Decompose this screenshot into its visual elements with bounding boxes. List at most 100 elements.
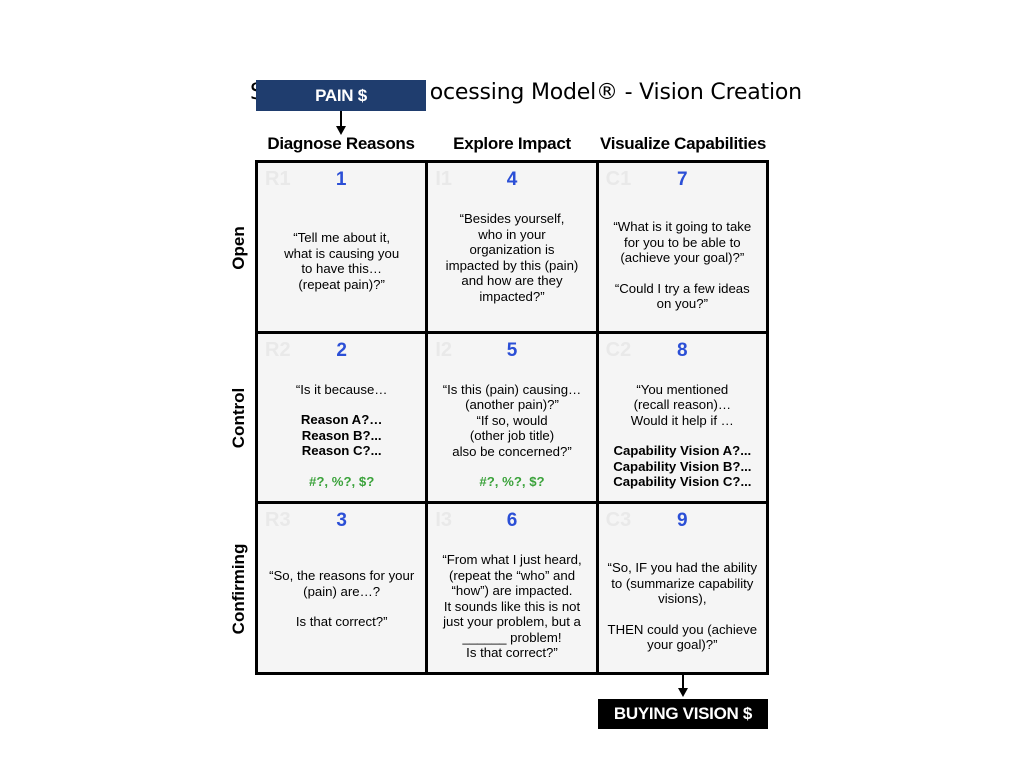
cell-line: to (summarize capability	[611, 575, 754, 591]
row-label-confirming: Confirming	[229, 543, 248, 635]
cell-line: “how”) are impacted.	[451, 583, 573, 599]
title-suffix: ocessing Model® - Vision Creation	[429, 80, 802, 105]
column-header-explore-impact: Explore Impact	[453, 134, 571, 153]
cell-line: (pain) are…?	[303, 583, 381, 599]
row-label-control: Control	[229, 387, 248, 449]
cell-number: 6	[506, 510, 518, 532]
cell-text: “So, the reasons for your(pain) are…? Is …	[262, 568, 421, 630]
cell-line: #?, %?, $?	[309, 473, 375, 489]
pain-box: PAIN $	[256, 80, 426, 111]
cell-line: also be concerned?”	[452, 443, 572, 459]
cell-line: on you?”	[656, 296, 708, 311]
cell-line: THEN could you (achieve	[607, 621, 758, 637]
cell-line: Reason B?...	[301, 427, 382, 443]
cell-text: “Is this (pain) causing…(another pain)?”…	[432, 382, 591, 490]
cell-spacer	[603, 428, 762, 443]
row-label-open: Open	[229, 226, 248, 270]
cell-line: Capability Vision C?...	[613, 474, 752, 490]
cell-r1: R1 1 “Tell me about it,what is causing y…	[258, 163, 426, 331]
cell-line: organization is	[469, 242, 555, 257]
cell-line: “What is it going to take	[613, 219, 752, 234]
cell-text: “Is it because… Reason A?…Reason B?...Rea…	[262, 382, 421, 490]
cell-line: visions),	[658, 591, 707, 607]
cell-code: R3	[265, 509, 291, 532]
cell-r3: R3 3 “So, the reasons for your(pain) are…	[258, 504, 426, 672]
cell-line: (other job title)	[469, 428, 555, 444]
cell-spacer	[603, 607, 762, 622]
cell-i2: I2 5 “Is this (pain) causing…(another pa…	[428, 333, 596, 502]
buying-vision-box: BUYING VISION $	[598, 699, 768, 729]
cell-code: I3	[435, 509, 453, 532]
cell-line: who in your	[478, 226, 546, 242]
cell-line: (another pain)?”	[465, 397, 559, 413]
cell-number: 3	[336, 510, 347, 532]
buying-arrow-head	[678, 688, 688, 697]
cell-line: “Tell me about it,	[293, 230, 391, 245]
cell-spacer	[432, 459, 591, 474]
cell-line: “Is it because…	[295, 381, 388, 397]
cell-number: 4	[506, 169, 518, 190]
cell-line: “If so, would	[476, 412, 548, 428]
cell-line: “So, the reasons for your	[269, 568, 415, 584]
cell-code: C3	[605, 509, 632, 532]
cell-code: I1	[435, 168, 453, 190]
cell-line: #?, %?, $?	[479, 474, 545, 490]
cell-line: “So, IF you had the ability	[607, 560, 758, 576]
cell-line: “Is this (pain) causing…	[442, 381, 582, 397]
cell-line: Capability Vision A?...	[613, 443, 752, 459]
cell-number: 9	[677, 510, 688, 532]
cell-number: 2	[336, 339, 347, 361]
cell-code: R1	[265, 168, 291, 190]
cell-c2: C2 8 “You mentioned(recall reason)…Would…	[598, 333, 766, 502]
cell-number: 7	[677, 169, 688, 190]
cell-code: I2	[435, 338, 453, 361]
cell-line: and how are they	[461, 273, 563, 288]
cell-line: Reason A?…	[300, 412, 383, 428]
cell-i3: I3 6 “From what I just heard,(repeat the…	[428, 504, 596, 672]
cell-line: “Besides yourself,	[459, 211, 565, 226]
cell-line: Would it help if …	[630, 412, 734, 428]
column-header-visualize-capabilities: Visualize Capabilities	[600, 134, 766, 153]
pain-arrow-line	[340, 111, 342, 127]
cell-number: 8	[677, 339, 688, 361]
cell-spacer	[603, 266, 762, 281]
cell-number: 1	[335, 169, 347, 190]
cell-line: (repeat the “who” and	[448, 567, 576, 583]
cell-line: “From what I just heard,	[442, 552, 582, 568]
cell-line: for you to be able to	[624, 234, 741, 250]
column-header-diagnose-reasons: Diagnose Reasons	[267, 134, 415, 153]
cell-number: 5	[506, 339, 518, 361]
cell-code: C2	[605, 338, 632, 361]
cell-spacer	[262, 459, 421, 474]
cell-code: C1	[605, 168, 632, 190]
cell-line: “You mentioned	[636, 381, 729, 397]
cell-line: ______ problem!	[462, 629, 562, 645]
model-grid: R1 1 “Tell me about it,what is causing y…	[255, 160, 769, 675]
cell-line: Reason C?...	[301, 443, 382, 459]
cell-r2: R2 2 “Is it because… Reason A?…Reason B?.…	[258, 333, 426, 502]
cell-line: “Could I try a few ideas	[614, 280, 750, 296]
cell-line: impacted?”	[479, 288, 545, 304]
pain-arrow-head	[336, 126, 346, 135]
cell-line: Capability Vision B?...	[613, 458, 752, 474]
cell-line: what is causing you	[284, 245, 400, 261]
cell-code: R2	[265, 338, 291, 361]
cell-line: just your problem, but a	[443, 614, 581, 630]
cell-line: (recall reason)…	[633, 397, 732, 413]
cell-line: impacted by this (pain)	[445, 257, 579, 273]
cell-text: “From what I just heard,(repeat the “who…	[432, 552, 591, 661]
cell-text: “You mentioned(recall reason)…Would it h…	[603, 382, 762, 490]
cell-line: Is that correct?”	[466, 645, 558, 661]
cell-spacer	[262, 599, 421, 614]
cell-spacer	[262, 397, 421, 412]
cell-line: (achieve your goal)?”	[620, 250, 745, 265]
cell-line: to have this…	[301, 261, 382, 276]
cell-line: Is that correct?”	[295, 614, 388, 630]
